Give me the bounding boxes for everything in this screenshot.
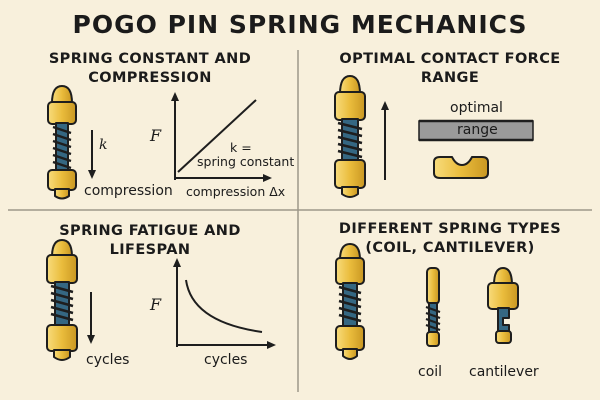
pogo-pin-3 bbox=[46, 239, 78, 361]
compression-label: compression bbox=[84, 183, 173, 199]
y-axis-label-f: F bbox=[150, 295, 162, 314]
pogo-pin-4 bbox=[335, 243, 365, 360]
cycles-label-left: cycles bbox=[86, 352, 130, 368]
k-label: k bbox=[99, 137, 108, 153]
spring-constant-line bbox=[177, 99, 257, 173]
pogo-pin-2 bbox=[334, 75, 366, 198]
title-line-1: OPTIMAL CONTACT FORCE bbox=[339, 51, 561, 67]
title-line-1: SPRING FATIGUE AND bbox=[59, 223, 241, 239]
panel-title-fatigue: SPRING FATIGUE AND LIFESPAN bbox=[10, 222, 290, 260]
slope-label-line2: spring constant bbox=[197, 154, 295, 169]
title-line-2: RANGE bbox=[420, 70, 480, 86]
panel-title-spring-constant: SPRING CONSTANT AND COMPRESSION bbox=[10, 50, 290, 88]
coil-label: coil bbox=[418, 364, 443, 380]
x-axis-label-compression: compression Δx bbox=[186, 184, 286, 199]
spring-constant-chart bbox=[171, 92, 272, 182]
panel-title-spring-types: DIFFERENT SPRING TYPES (COIL, CANTILEVER… bbox=[300, 220, 600, 258]
optimal-label: optimal bbox=[450, 100, 503, 116]
fatigue-curve bbox=[185, 279, 263, 333]
title-line-2: LIFESPAN bbox=[109, 242, 191, 258]
title-line-2: (COIL, CANTILEVER) bbox=[365, 240, 535, 256]
cantilever-spring-pin bbox=[487, 267, 519, 344]
coil-spring-pin bbox=[425, 267, 441, 347]
panel-title-contact-force: OPTIMAL CONTACT FORCE RANGE bbox=[300, 50, 600, 88]
y-axis-label-f: F bbox=[150, 126, 162, 145]
range-label: range bbox=[457, 122, 498, 138]
title-line-1: SPRING CONSTANT AND bbox=[48, 51, 252, 67]
fatigue-chart bbox=[173, 258, 276, 349]
title-line-1: DIFFERENT SPRING TYPES bbox=[338, 221, 562, 237]
cantilever-label: cantilever bbox=[469, 364, 539, 380]
title-line-2: COMPRESSION bbox=[88, 70, 212, 86]
pogo-pin-1 bbox=[47, 85, 77, 200]
slope-label-line1: k = bbox=[230, 140, 252, 155]
contact-pad bbox=[433, 156, 489, 179]
x-axis-label-cycles: cycles bbox=[204, 352, 248, 368]
main-title: POGO PIN SPRING MECHANICS bbox=[72, 10, 528, 39]
